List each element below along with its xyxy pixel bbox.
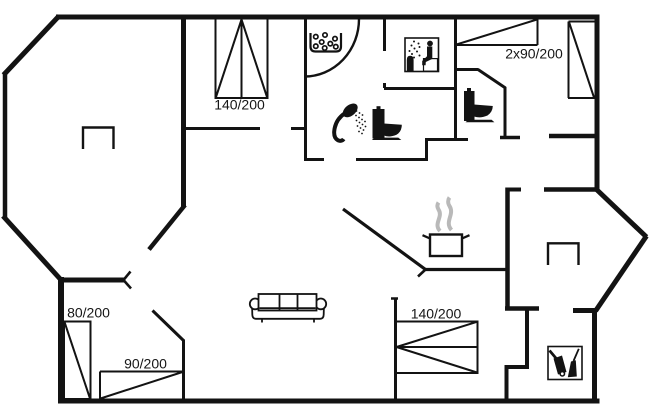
svg-text:140/200: 140/200 (214, 97, 265, 113)
svg-text:80/200: 80/200 (67, 305, 110, 321)
svg-text:90/200: 90/200 (124, 356, 167, 372)
svg-text:140/200: 140/200 (411, 306, 462, 322)
svg-text:2x90/200: 2x90/200 (505, 46, 563, 62)
